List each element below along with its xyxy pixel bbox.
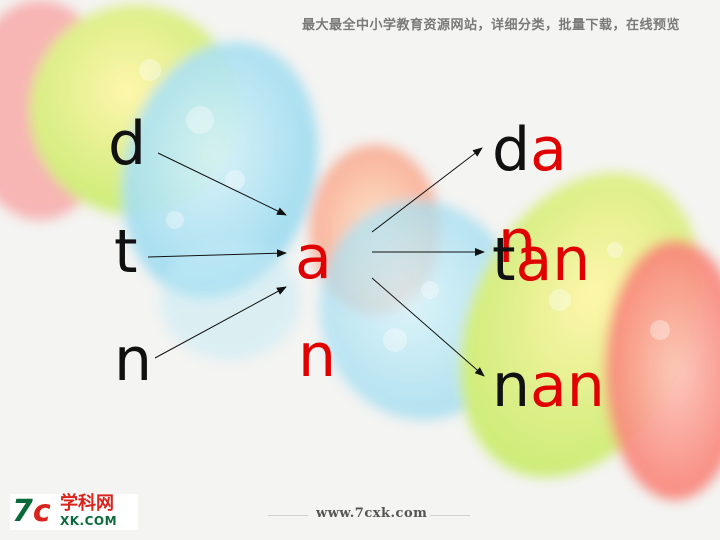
result-nan-rest: an [530,351,605,421]
middle-final: n [298,321,337,391]
result-da-rest: a [530,115,567,185]
result-tan-initial: t [492,225,516,295]
logo-chinese-name: 学科网 [60,493,114,514]
middle-vowel: a [295,223,332,293]
arrow-a-to-da [371,147,483,233]
arrow-n-to-a [154,286,287,359]
result-da: da [492,120,567,180]
result-nan-initial: n [492,351,531,421]
result-tan-rest: an [515,225,591,295]
initial-d: d [108,109,147,179]
logo-mark-c: c [32,494,51,529]
footer-url: www.7cxk.com [316,506,428,521]
initial-n: n [114,325,153,395]
result-nan: nan [492,356,605,416]
result-tan: tan [492,230,590,290]
footer-rule-right [430,515,470,516]
logo-mark-7: 7 [12,494,33,529]
result-da-initial: d [492,115,531,185]
initial-t: t [114,217,138,287]
logo-7c-mark: 7c [12,495,51,529]
arrow-d-to-a [157,152,287,216]
xk-logo[interactable]: 7c 学科网 XK.COM [10,494,138,530]
result-tan-overlap-n: n [498,207,537,277]
logo-domain: XK.COM [60,514,118,528]
header-banner: 最大最全中小学教育资源网站，详细分类，批量下载，在线预览 [301,18,680,33]
arrow-t-to-a [147,249,287,258]
arrow-a-to-nan [371,277,485,377]
footer-rule-left [268,515,308,516]
